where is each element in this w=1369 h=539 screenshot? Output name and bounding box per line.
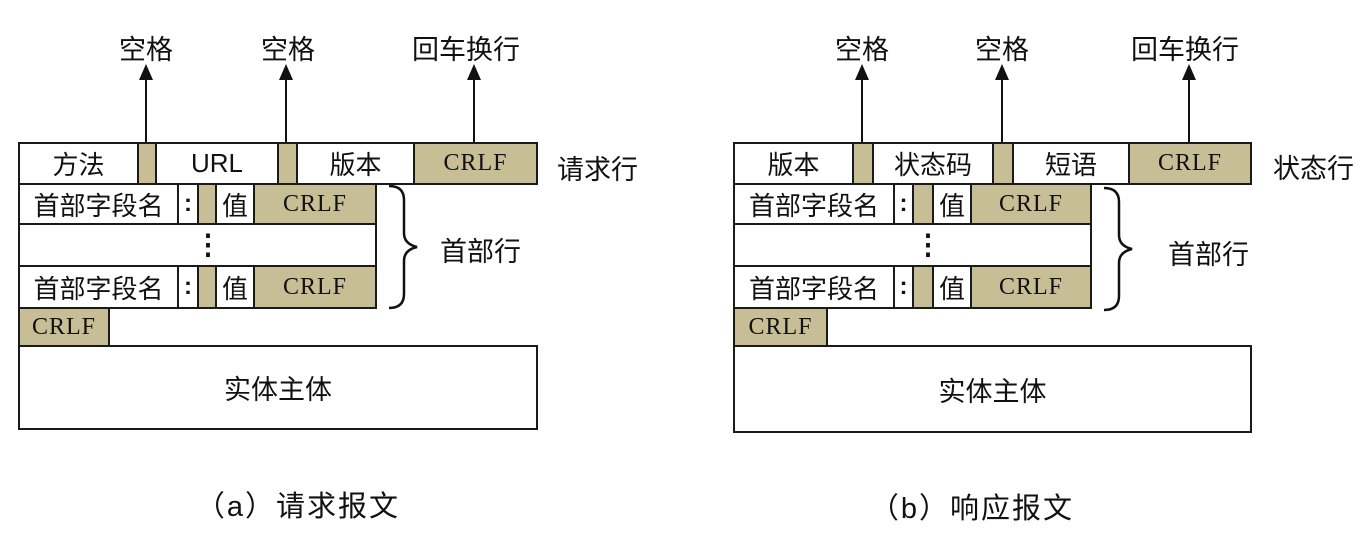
header-line-row: 首部字段名 : 值 CRLF	[18, 183, 377, 225]
colon-cell: :	[893, 183, 914, 225]
arrow-head-icon	[279, 64, 293, 80]
up-arrow-icon	[467, 64, 481, 142]
space-cell	[912, 265, 934, 309]
space-cell	[912, 183, 934, 225]
entity-body-row: 实体主体	[18, 345, 538, 430]
arrow-head-icon	[467, 64, 481, 80]
ellipsis-cell: ⋮	[733, 223, 1092, 267]
crlf-cell: CRLF	[970, 183, 1092, 225]
space-cell	[852, 142, 874, 185]
status-line-row: 版本 状态码 短语 CRLF	[733, 142, 1252, 185]
crlf-cell: CRLF	[253, 265, 377, 309]
value-cell: 值	[215, 183, 255, 225]
header-line-row: 首部字段名 : 值 CRLF	[18, 265, 377, 309]
entity-body-row: 实体主体	[733, 345, 1252, 433]
arrow-head-icon	[1182, 64, 1196, 80]
colon-cell: :	[177, 265, 199, 309]
arrow-head-icon	[139, 64, 153, 80]
arrow-shaft	[473, 80, 475, 142]
header-field-cell: 首部字段名	[733, 265, 895, 309]
crlf-cell: CRLF	[1128, 142, 1252, 185]
up-arrow-icon	[139, 64, 153, 142]
header-field-cell: 首部字段名	[733, 183, 895, 225]
crlf-cell: CRLF	[970, 265, 1092, 309]
space-label: 空格	[975, 35, 1029, 65]
crlf-cell: CRLF	[253, 183, 377, 225]
space-label: 空格	[261, 35, 315, 65]
up-arrow-icon	[855, 64, 869, 142]
header-lines-label: 首部行	[440, 237, 521, 267]
blank-crlf-row: CRLF	[18, 307, 110, 347]
method-cell: 方法	[18, 142, 139, 185]
up-arrow-icon	[995, 64, 1009, 142]
blank-crlf-cell: CRLF	[733, 307, 828, 347]
arrow-shaft	[861, 80, 863, 142]
arrow-shaft	[145, 80, 147, 142]
crlf-arrow-label: 回车换行	[412, 35, 520, 65]
value-cell: 值	[932, 265, 972, 309]
up-arrow-icon	[279, 64, 293, 142]
status-line-label: 状态行	[1273, 154, 1354, 184]
phrase-cell: 短语	[1012, 142, 1130, 185]
request-line-label: 请求行	[557, 155, 638, 185]
header-lines-brace-icon	[388, 184, 418, 310]
header-lines-brace-icon	[1103, 186, 1133, 312]
value-cell: 值	[932, 183, 972, 225]
arrow-shaft	[1001, 80, 1003, 142]
entity-body-box: 实体主体	[733, 345, 1252, 433]
up-arrow-icon	[1182, 64, 1196, 142]
request-line-row: 方法 URL 版本 CRLF	[18, 142, 538, 185]
colon-cell: :	[893, 265, 914, 309]
colon-cell: :	[177, 183, 199, 225]
header-field-cell: 首部字段名	[18, 265, 179, 309]
ellipsis-row: ⋮	[18, 223, 377, 267]
version-cell: 版本	[296, 142, 415, 185]
header-lines-label: 首部行	[1168, 240, 1249, 270]
space-label: 空格	[119, 35, 173, 65]
entity-body-box: 实体主体	[18, 345, 538, 430]
url-cell: URL	[155, 142, 279, 185]
header-field-cell: 首部字段名	[18, 183, 179, 225]
arrow-shaft	[285, 80, 287, 142]
arrow-head-icon	[855, 64, 869, 80]
ellipsis-row: ⋮	[733, 223, 1092, 267]
value-cell: 值	[215, 265, 255, 309]
space-cell	[277, 142, 298, 185]
space-cell	[992, 142, 1014, 185]
space-cell	[197, 183, 217, 225]
vertical-ellipsis: ⋮	[194, 229, 222, 260]
header-line-row: 首部字段名 : 值 CRLF	[733, 183, 1092, 225]
caption-a: （a）请求报文	[195, 491, 401, 523]
arrow-shaft	[1188, 80, 1190, 142]
crlf-cell: CRLF	[413, 142, 538, 185]
blank-crlf-cell: CRLF	[18, 307, 110, 347]
version-cell: 版本	[733, 142, 854, 185]
space-label: 空格	[835, 35, 889, 65]
header-line-row: 首部字段名 : 值 CRLF	[733, 265, 1092, 309]
space-cell	[137, 142, 157, 185]
arrow-head-icon	[995, 64, 1009, 80]
ellipsis-cell: ⋮	[18, 223, 377, 267]
blank-crlf-row: CRLF	[733, 307, 828, 347]
space-cell	[197, 265, 217, 309]
caption-b: （b）响应报文	[869, 493, 1075, 525]
vertical-ellipsis: ⋮	[914, 229, 942, 260]
status-code-cell: 状态码	[872, 142, 994, 185]
crlf-arrow-label: 回车换行	[1131, 35, 1239, 65]
